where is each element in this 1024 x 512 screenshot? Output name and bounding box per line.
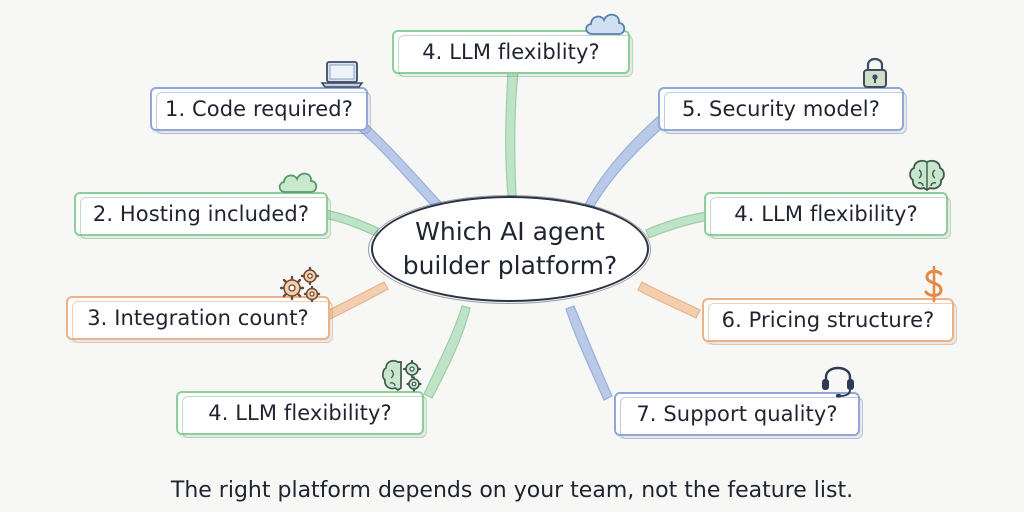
node-label: 2. Hosting included?: [92, 202, 310, 226]
caption: The right platform depends on your team,…: [170, 478, 854, 503]
connector-llm-right: [645, 211, 709, 239]
headset-icon: [822, 366, 854, 398]
node-pricing-structure: 6. Pricing structure?: [702, 298, 957, 345]
node-support-quality: 7. Support quality?: [614, 392, 863, 439]
node-llm-flexiblity-top: 4. LLM flexiblity?: [392, 30, 633, 77]
node-label: 5. Security model?: [682, 97, 880, 121]
gears-icon: [279, 266, 321, 303]
node-label: 6. Pricing structure?: [721, 308, 935, 332]
connector-integration: [324, 281, 389, 321]
central-question: Which AI agent builder platform?: [368, 195, 651, 304]
node-integration-count: 3. Integration count?: [66, 296, 333, 343]
dollar-icon: [924, 265, 943, 303]
node-label: 4. LLM flexiblity?: [422, 40, 600, 64]
node-label: 3. Integration count?: [87, 306, 309, 330]
connector-pricing: [637, 281, 701, 319]
cloud-icon: [278, 172, 318, 193]
node-llm-flexibility-right: 4. LLM flexibility?: [704, 192, 951, 239]
central-question-line-1: Which AI agent: [415, 217, 605, 246]
connector-top: [505, 71, 519, 197]
connector-llm-left: [423, 305, 471, 399]
connector-code: [351, 117, 449, 215]
node-label: 7. Support quality?: [636, 402, 838, 426]
node-label: 1. Code required?: [165, 97, 353, 121]
padlock-icon: [863, 57, 887, 88]
central-question-line-2: builder platform?: [402, 251, 618, 280]
node-hosting-included: 2. Hosting included?: [74, 192, 331, 239]
brain-icon: [909, 159, 945, 192]
cloud-icon: [585, 13, 626, 35]
laptop-icon: [320, 61, 364, 88]
node-label: 4. LLM flexibility?: [208, 401, 392, 425]
connector-hosting: [323, 209, 379, 237]
node-llm-flexibility-left: 4. LLM flexibility?: [176, 391, 427, 438]
brain-gear-icon: [382, 359, 422, 392]
connector-support: [565, 305, 613, 401]
node-security-model: 5. Security model?: [658, 87, 907, 134]
node-code-required: 1. Code required?: [150, 87, 371, 134]
node-label: 4. LLM flexibility?: [734, 202, 918, 226]
